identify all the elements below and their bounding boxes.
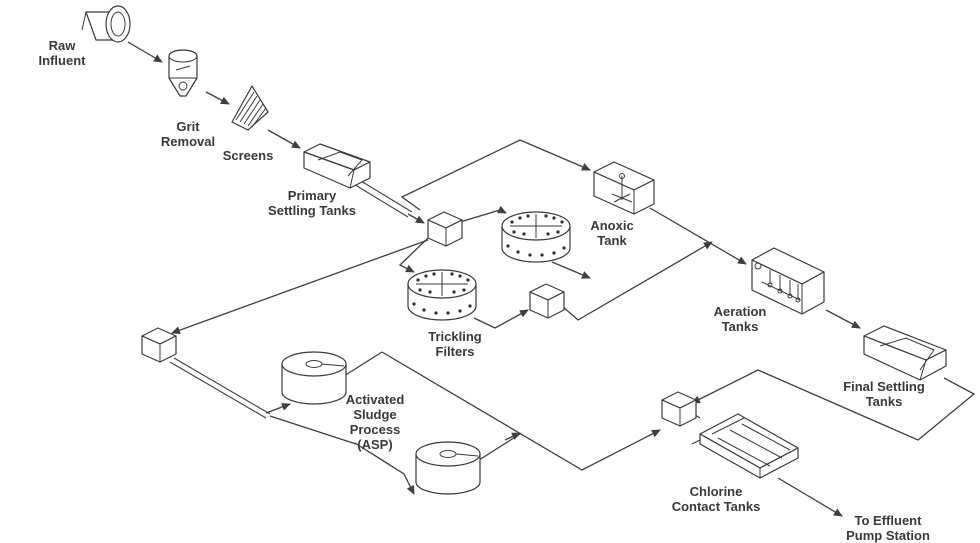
- primary-settling-label: Primary Settling Tanks: [268, 188, 356, 218]
- flow-splitter2-to-aeration: [561, 241, 713, 321]
- flow-primary-to-splitter-arrow: [407, 213, 425, 224]
- contact-tank-icon: [691, 413, 799, 479]
- grit-removal-label: Grit Removal: [160, 119, 216, 149]
- flow-contact-to-effluent: [777, 477, 843, 517]
- flow-asp-arrow: [504, 432, 521, 441]
- flow-asp-bottom-out: [475, 433, 521, 463]
- asp-label: Activated Sludge Process (ASP): [345, 392, 405, 452]
- trickling-filter-icon: [407, 269, 477, 321]
- flow-primary-to-splitter-b: [351, 182, 409, 218]
- raw-influent-label: Raw Influent: [38, 38, 86, 68]
- grit-chamber-icon: [168, 49, 198, 97]
- flow-screens-to-primary: [267, 129, 301, 149]
- inlet-pipe-icon: [81, 5, 131, 43]
- mixer-tank-icon: [593, 161, 655, 215]
- flow-lines: [127, 41, 976, 517]
- splitter-box-icon: [427, 211, 463, 247]
- settling-tank-icon: [303, 143, 371, 189]
- flow-splitter3-to-asp-a: [173, 357, 271, 415]
- clarifier-icon: [863, 325, 947, 381]
- clarifier-icon: [415, 441, 481, 495]
- flow-splitter-to-filter-top: [459, 205, 507, 223]
- flow-anoxic-to-aeration: [649, 207, 747, 265]
- flow-asp-main: [381, 351, 661, 471]
- flow-bypass-to-anoxic: [400, 139, 591, 211]
- flow-recycle-to-splitter3: [171, 239, 429, 335]
- flow-splitter3-to-asp-top: [265, 403, 291, 414]
- flow-aeration-to-final: [825, 309, 861, 329]
- trickling-filter-icon: [501, 211, 571, 263]
- splitter-box-icon: [529, 283, 565, 319]
- chlorine-contact-label: Chlorine Contact Tanks: [671, 484, 761, 514]
- flow-final-to-chlorine-splitter: [691, 369, 976, 441]
- flow-asp-feed-lower: [269, 415, 357, 445]
- final-settling-label: Final Settling Tanks: [843, 379, 925, 409]
- flow-filter-top-to-splitter2: [551, 261, 591, 279]
- screens-label: Screens: [222, 148, 274, 163]
- flow-influent-to-grit: [127, 41, 163, 63]
- flow-grit-to-screens: [205, 91, 230, 105]
- effluent-label: To Effluent Pump Station: [846, 513, 930, 543]
- bar-screen-icon: [231, 85, 269, 131]
- flow-asp-lower-to-bottom: [354, 442, 415, 495]
- flow-primary-to-splitter-a: [355, 177, 413, 213]
- flow-filter-bottom-to-splitter2: [473, 309, 529, 329]
- clarifier-icon: [281, 351, 347, 405]
- splitter-box-icon: [661, 391, 697, 427]
- splitter-box-icon: [141, 327, 177, 363]
- flow-splitter-to-filter-bottom: [398, 237, 429, 273]
- trickling-filters-label: Trickling Filters: [428, 329, 482, 359]
- anoxic-tank-label: Anoxic Tank: [590, 218, 634, 248]
- aeration-tanks-label: Aeration Tanks: [713, 304, 767, 334]
- flow-asp-top-out: [343, 351, 383, 377]
- flow-splitter3-to-asp-b: [169, 361, 267, 419]
- aerator-tank-icon: [751, 247, 825, 315]
